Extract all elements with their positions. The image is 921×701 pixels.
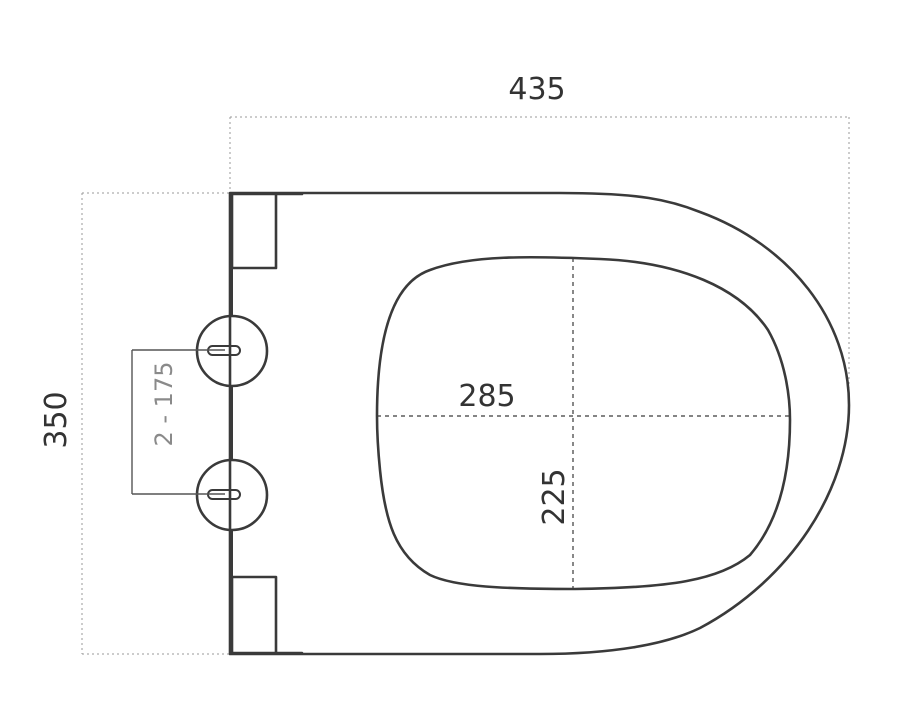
seat-inner-opening	[375, 255, 792, 591]
overall-length-label: 435	[508, 72, 565, 107]
hinge-spacing-dimension	[131, 349, 225, 495]
hinge-upper	[195, 314, 269, 388]
extension-lines	[81, 116, 850, 655]
seat-outer-outline	[228, 191, 851, 656]
inner-length-label: 285	[458, 379, 515, 414]
hinge-lower	[195, 458, 269, 532]
hinge-bracket-bottom	[230, 575, 304, 655]
hinge-bracket-top	[230, 192, 304, 270]
hinge-spacing-label: 2 - 175	[150, 362, 178, 447]
hinge-upper-circle	[195, 314, 269, 388]
overall-width-label: 350	[39, 391, 74, 448]
hinge-lower-circle	[195, 458, 269, 532]
inner-width-label: 225	[537, 468, 572, 525]
